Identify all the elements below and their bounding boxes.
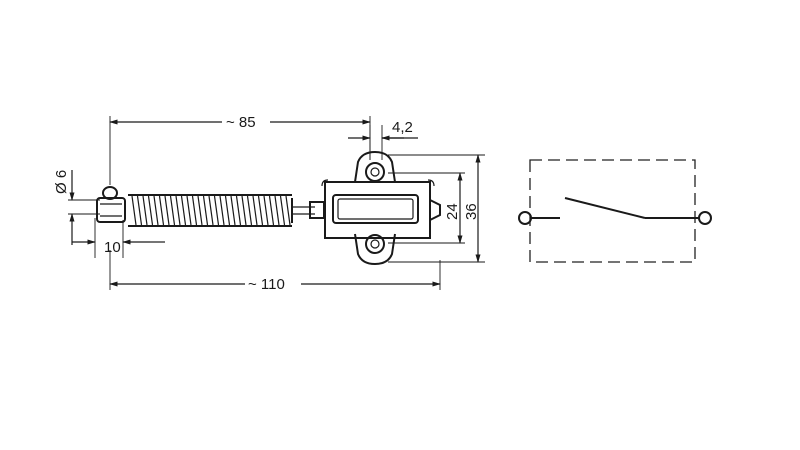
spring-coil-turn [208,195,214,226]
spring-coil-turn [142,195,148,226]
spring-coil-turn [252,195,258,226]
spring-coil-turn [285,195,291,226]
spring-coil-turn [257,195,264,226]
spring-coil-turn [241,195,247,226]
dim-label-10: 10 [104,239,121,256]
spring-coil-turn [136,195,143,226]
spring-coil-turn [268,195,275,226]
spring-coil-turn [186,195,192,226]
spring-coil-turn [246,195,253,226]
spring-coil-turn [164,195,170,226]
spring-coil-turn [153,195,159,226]
spring-coil-turn [213,195,220,226]
spring-coil-turn [175,195,181,226]
spring-coil-turn [274,195,280,226]
spring-coil-turn [279,195,286,226]
spring-coil-turn [224,195,231,226]
dimension-body-height: 36 [388,154,485,263]
spring-coil-turn [263,195,269,226]
spring-coil-turn [169,195,176,226]
dimension-diameter: Ø 6 [53,170,100,245]
dimension-tip-length: 10 [72,218,165,258]
dim-label-110: ~ 110 [248,276,285,293]
dim-label-diameter: Ø 6 [53,170,70,194]
spring-coil-turn [235,195,242,226]
spring-coil-turn [219,195,225,226]
spring-coil-turn [202,195,209,226]
dimension-thickness: 4,2 [348,119,418,160]
dimension-overall-length: ~ 110 [109,250,441,293]
switch-schematic-symbol [518,159,712,263]
spring-coil-turn [147,195,154,226]
spring-coil-turn [230,195,236,226]
dim-label-24: 24 [444,203,461,220]
coil-spring [128,194,325,227]
spring-coil-turn [180,195,187,226]
dim-label-85: ~ 85 [226,114,256,131]
spring-coil-turn [131,195,137,226]
switch-body [321,150,441,266]
switch-tip [96,186,126,223]
dim-label-36: 36 [463,203,480,220]
spring-coil-turn [158,195,165,226]
dimension-spring-length: ~ 85 [109,112,371,185]
dimension-hole-spacing: 24 [388,172,465,244]
spring-coil-turn [191,195,198,226]
dim-label-4-2: 4,2 [392,119,413,136]
spring-coil-turn [197,195,203,226]
